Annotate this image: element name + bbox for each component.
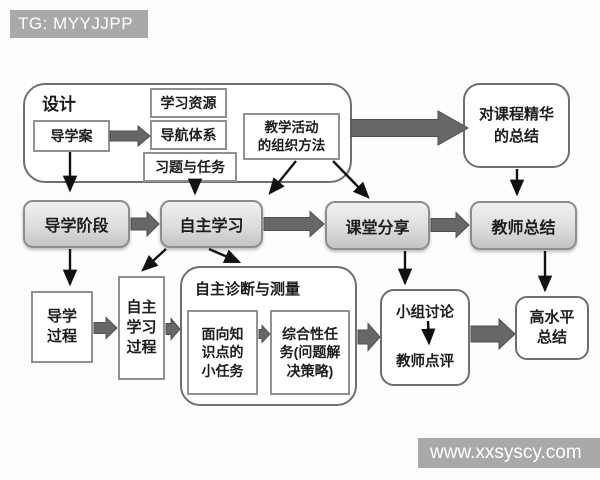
block-arrow-guidestage-to-selflearning [130,210,160,238]
node-guide-case: 导学案 [33,120,110,152]
comprehensive-tasks-line3: 决策略) [286,362,334,379]
self-learning-process-line3: 过程 [126,338,157,356]
node-class-sharing-label: 课堂分享 [345,219,410,237]
node-navigation-system: 导航体系 [150,120,227,150]
node-guide-stage-label: 导学阶段 [44,218,109,235]
arrow-selflearning-to-diagnosis [208,247,242,264]
node-guide-process: 导学 过程 [31,291,93,363]
block-arrow-diagnosis-to-discussion [357,322,381,352]
node-knowledge-point-tasks: 面向知 识点的 小任务 [187,310,258,395]
knowledge-tasks-line3: 小任务 [201,362,244,379]
comprehensive-tasks-line1: 综合性任 [282,325,338,342]
diagnosis-group-title: 自主诊断与测量 [195,281,301,298]
node-teacher-summary-label: 教师总结 [491,219,556,237]
guide-process-line2: 过程 [46,328,77,345]
node-exercises-tasks: 习题与任务 [143,152,237,182]
node-class-sharing: 课堂分享 [325,201,430,250]
node-high-level-summary: 高水平 总结 [515,296,589,360]
node-guide-case-label: 导学案 [50,127,93,144]
design-group-title: 设计 [42,95,76,114]
high-level-summary-line1: 高水平 [529,308,575,326]
teaching-org-line1: 教学活动 [264,119,319,135]
self-learning-process-line2: 学习 [126,319,157,337]
node-self-learning-process: 自主 学习 过程 [118,276,165,380]
node-learning-resources: 学习资源 [150,88,227,118]
block-arrow-classsharing-to-teachersummary [430,211,470,239]
node-group-discussion: 小组讨论 [396,305,454,321]
node-self-learning-label: 自主学习 [179,218,244,235]
node-learning-resources-label: 学习资源 [160,94,217,111]
watermark-bottom-banner: www.xxsyscy.com [418,438,600,468]
course-essence-line1: 对课程精华 [478,105,554,123]
block-arrow-guideprocess-to-selflearningprocess [93,316,118,340]
node-self-learning: 自主学习 [160,200,263,248]
watermark-top-text: TG: MYYJJPP [18,14,134,33]
block-arrow-discussion-to-highlevel [470,317,516,351]
node-navigation-system-label: 导航体系 [160,126,217,143]
teaching-org-line2: 的组织方法 [257,137,326,153]
node-teacher-summary: 教师总结 [470,201,577,250]
self-learning-process-line1: 自主 [126,299,157,317]
block-arrow-selflearning-to-classsharing [263,210,325,238]
block-arrow-design-to-course-essence [350,110,470,146]
node-teaching-activity-org: 教学活动 的组织方法 [243,113,340,160]
node-course-essence-summary: 对课程精华 的总结 [463,83,570,168]
comprehensive-tasks-line2: 务(问题解 [279,344,341,361]
course-essence-line2: 的总结 [493,127,539,145]
node-teacher-comment: 教师点评 [396,354,454,370]
node-exercises-tasks-label: 习题与任务 [155,158,225,175]
watermark-bottom-text: www.xxsyscy.com [430,442,582,463]
knowledge-tasks-line2: 识点的 [201,344,244,361]
watermark-top-banner: TG: MYYJJPP [10,10,148,38]
node-guide-stage: 导学阶段 [23,200,130,248]
high-level-summary-line2: 总结 [536,329,567,346]
arrow-selflearning-to-selflearningprocess [141,248,167,272]
node-comprehensive-tasks: 综合性任 务(问题解 决策略) [270,310,350,395]
guide-process-line1: 导学 [46,308,77,326]
knowledge-tasks-line1: 面向知 [201,325,244,342]
block-arrow-selflearningprocess-to-diagnosis [165,317,181,341]
